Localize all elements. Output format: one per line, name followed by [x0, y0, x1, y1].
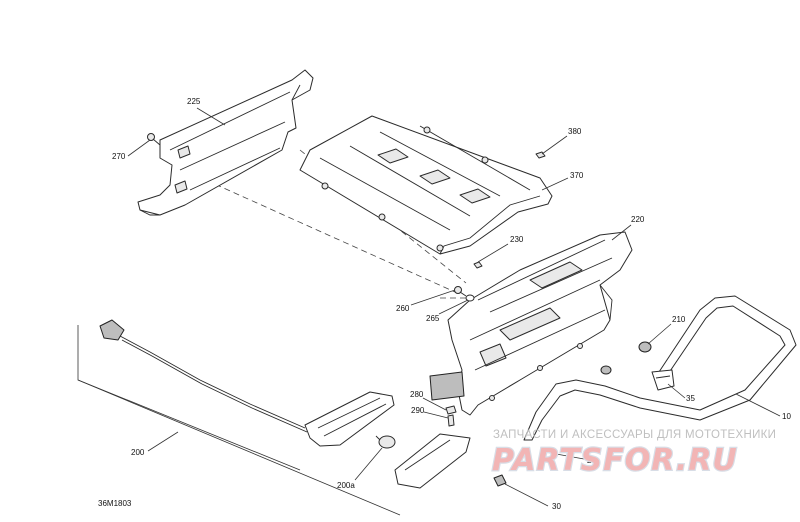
callout-20: 20: [587, 456, 596, 465]
part-290-screw[interactable]: [447, 414, 455, 427]
callout-10: 10: [782, 412, 791, 421]
callout-370: 370: [570, 171, 584, 180]
part-10-grab-handle[interactable]: [523, 295, 797, 441]
callout-30: 30: [552, 502, 561, 511]
part-370-top-cover[interactable]: [299, 115, 553, 255]
callout-225: 225: [187, 97, 201, 106]
part-260-screw[interactable]: [454, 286, 467, 297]
part-20-lens[interactable]: [394, 433, 471, 489]
callout-230: 230: [510, 235, 524, 244]
figure-code: 36M1803: [98, 499, 132, 508]
part-200a-bulb[interactable]: [375, 435, 396, 449]
part-265-washer[interactable]: [465, 294, 475, 302]
callout-35: 35: [686, 394, 695, 403]
part-30-connector[interactable]: [493, 474, 507, 487]
part-200-harness[interactable]: [99, 319, 395, 447]
part-210-grommet[interactable]: [600, 341, 652, 375]
watermark: ЗАПЧАСТИ И АКСЕССУАРЫ ДЛЯ МОТОТЕХНИКИ PA…: [491, 429, 776, 479]
part-35-bracket[interactable]: [651, 369, 675, 391]
callout-210: 210: [672, 315, 686, 324]
callout-380: 380: [568, 127, 582, 136]
callout-labels: 225 270 380 370 220 230 260 265 210 35 1…: [98, 97, 791, 511]
callout-265: 265: [426, 314, 440, 323]
watermark-logo: PARTSFOR.RU: [492, 443, 738, 478]
callout-280: 280: [410, 390, 424, 399]
callout-270: 270: [112, 152, 126, 161]
callout-260: 260: [396, 304, 410, 313]
part-220-console-duct[interactable]: [429, 231, 633, 416]
part-230-clip[interactable]: [473, 261, 483, 269]
callout-220: 220: [631, 215, 645, 224]
callout-200a: 200a: [337, 481, 355, 490]
part-270-screw[interactable]: [147, 133, 161, 146]
callout-290: 290: [411, 406, 425, 415]
part-225-side-bracket[interactable]: [137, 69, 314, 216]
leader-lines: [127, 107, 781, 507]
watermark-tagline: ЗАПЧАСТИ И АКСЕССУАРЫ ДЛЯ МОТОТЕХНИКИ: [493, 429, 776, 441]
callout-200: 200: [131, 448, 145, 457]
group-bracket-200: [77, 325, 401, 516]
part-280-spacer[interactable]: [445, 405, 457, 415]
